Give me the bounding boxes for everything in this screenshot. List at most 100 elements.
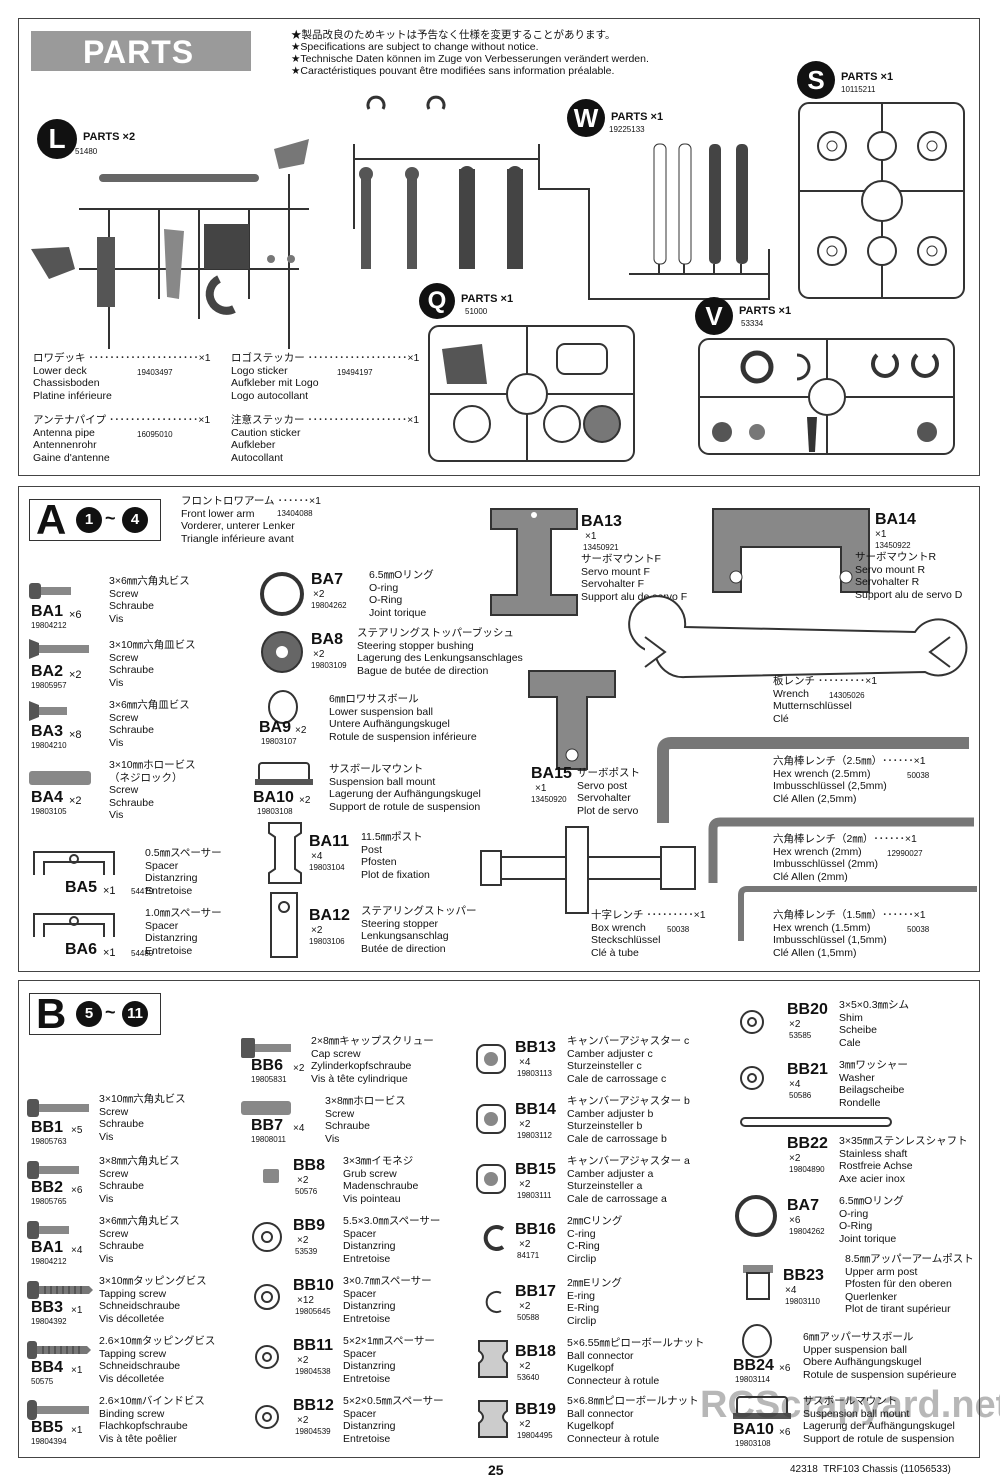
spec-notes: ★製品改良のためキットは予告なく仕様を変更することがあります。 ★Specifi… <box>291 29 649 77</box>
part-id: BB17 <box>515 1283 556 1300</box>
part-desc: サーボマウントF Servo mount F Servohalter F Sup… <box>581 553 688 603</box>
part-code: 19805645 <box>295 1307 331 1316</box>
part-desc: 1.0㎜スペーサー Spacer Distanzring Entretoise <box>145 907 222 957</box>
logo-sticker-part <box>31 247 75 279</box>
part-id: BA11 <box>309 833 350 850</box>
tool-code: 50038 <box>667 925 690 934</box>
part-id: BB22 <box>787 1135 828 1152</box>
parts-title: PARTS <box>83 34 195 70</box>
part-code: 50586 <box>789 1091 812 1100</box>
bag-a-header-code: 13404088 <box>277 509 313 518</box>
part-qty: ×4 <box>71 1245 83 1256</box>
parts-V-code: 53334 <box>741 319 764 328</box>
part-code: 19803111 <box>517 1191 552 1200</box>
bag-a-header: A 1 ~ 4 <box>29 496 161 543</box>
part-code: 19803108 <box>257 807 293 816</box>
part-qty: ×6 <box>779 1363 791 1374</box>
hex-wrench-icon <box>708 817 974 883</box>
step-icon: 11 <box>122 1001 148 1027</box>
parts-W-sprue <box>629 143 769 275</box>
tool-code: 12990027 <box>887 849 923 858</box>
parts-Q-sprue <box>428 325 635 462</box>
part-desc: 0.5㎜スペーサー Spacer Distanzring Entretoise <box>145 847 222 897</box>
antenna-clip-part <box>274 139 309 169</box>
part-id: BA2 <box>31 663 64 680</box>
parts-header: PARTS <box>31 31 251 71</box>
part-code: 19804539 <box>295 1427 331 1436</box>
ball-connector-icon <box>478 1340 508 1378</box>
servo-mount-r-icon <box>712 508 870 593</box>
spacer-icon <box>252 1222 282 1252</box>
part-desc: 6㎜アッパーサスボール Upper suspension ball Obere … <box>803 1331 957 1381</box>
bag-b-panel: B 5 ~ 11 BB1 ×5 19805763 3×10㎜六角丸ビス Scre… <box>18 980 980 1458</box>
part-code: 84171 <box>517 1251 540 1260</box>
c-ring-part <box>426 95 446 110</box>
screw-icon <box>27 1161 79 1179</box>
servo-post-icon <box>528 670 616 770</box>
part-qty: ×12 <box>297 1295 314 1306</box>
parts-Q-label: PARTS ×1 <box>461 293 514 305</box>
part-desc: 5×2×1㎜スペーサー Spacer Distanzring Entretois… <box>343 1335 435 1385</box>
arm-post-icon <box>743 1265 773 1300</box>
part-id: BB5 <box>31 1419 64 1436</box>
tool-desc: 十字レンチ ･････････×1 Box wrench Steckschlüs… <box>591 909 706 959</box>
part-id: BA13 <box>581 513 622 530</box>
shock-body-part <box>361 169 371 269</box>
part-qty: ×2 <box>519 1179 531 1190</box>
part-code: 13450921 <box>583 543 619 552</box>
ball-icon <box>268 690 298 724</box>
part-qty: ×2 <box>69 795 82 807</box>
hex-wrench-icon <box>738 886 977 941</box>
part-desc: 2.6×10㎜タッピングビス Tapping screw Schneidschr… <box>99 1335 216 1385</box>
part-code: 19803114 <box>735 1375 770 1384</box>
parts-item-antenna-pipe: アンテナパイプ ･････････････････×1 Antenna pipe… <box>33 414 211 464</box>
part-desc: 3×3㎜イモネジ Grub screw Madenschraube Vis po… <box>343 1155 419 1205</box>
part-id: BB24 <box>733 1357 774 1374</box>
screw-icon <box>27 1221 69 1239</box>
part-desc: 5×2×0.5㎜スペーサー Spacer Distanzring Entreto… <box>343 1395 444 1445</box>
part-qty: ×1 <box>875 529 887 540</box>
part-desc: 3×8㎜ホロービス Screw Schraube Vis <box>325 1095 406 1145</box>
part-id: BB14 <box>515 1101 556 1118</box>
part-desc: サーボポスト Servo post Servohalter Plot de se… <box>577 767 640 817</box>
part-desc: 5×6.55㎜ピローボールナット Ball connector Kugelkop… <box>567 1337 705 1387</box>
suspension-arm-part <box>164 229 184 299</box>
part-code: 19804538 <box>295 1367 331 1376</box>
parts-item-lower-deck: ロワデッキ ･････････････････････×1 Lower deck… <box>33 352 211 402</box>
part-id: BA1 <box>31 1239 64 1256</box>
parts-L-letter: L <box>48 123 66 154</box>
chassis-plate-part <box>97 237 115 307</box>
step-icon: 4 <box>122 507 148 533</box>
part-desc: 6.5㎜Oリング O-ring O-Ring Joint torique <box>839 1195 904 1245</box>
shim-part <box>709 144 721 264</box>
spacer-icon <box>33 851 115 875</box>
part-code: 53585 <box>789 1031 812 1040</box>
part-desc: ステアリングストッパーブッシュ Steering stopper bushing… <box>357 627 523 677</box>
part-id: BA3 <box>31 723 64 740</box>
ball-mount-icon <box>255 762 313 785</box>
part-id: BA5 <box>65 879 98 896</box>
parts-item-logo-sticker: ロゴステッカー ･･･････････････････×1 Logo stick… <box>231 352 420 402</box>
part-qty: ×2 <box>297 1355 309 1366</box>
parts-panel: PARTS ★製品改良のためキットは予告なく仕様を変更することがあります。 ★S… <box>18 18 980 476</box>
bag-b-letter: B <box>36 990 67 1037</box>
parts-Q-letter: Q <box>427 287 447 314</box>
part-code: 53539 <box>295 1247 318 1256</box>
part-code: 50576 <box>295 1187 318 1196</box>
part-code: 50588 <box>517 1313 540 1322</box>
part-code: 50575 <box>31 1377 54 1386</box>
parts-V-sprue <box>698 338 955 455</box>
parts-item-lower-deck-code: 19403497 <box>137 368 173 377</box>
e-ring-icon <box>485 1291 502 1313</box>
spacer-icon <box>254 1284 280 1310</box>
part-id: BA7 <box>787 1197 820 1214</box>
part-id: BB18 <box>515 1343 556 1360</box>
parts-S-letter: S <box>807 65 825 95</box>
servo-mount-f-icon <box>490 508 578 616</box>
part-id: BA15 <box>531 765 572 782</box>
parts-S-label: PARTS ×1 <box>841 71 894 83</box>
watermark: RCScrapyard.net <box>700 1384 1000 1426</box>
parts-S-badge: S <box>797 61 835 99</box>
part-id: BB7 <box>251 1117 284 1134</box>
part-desc: サスボールマウント Suspension ball mount Lagerung… <box>329 763 481 813</box>
